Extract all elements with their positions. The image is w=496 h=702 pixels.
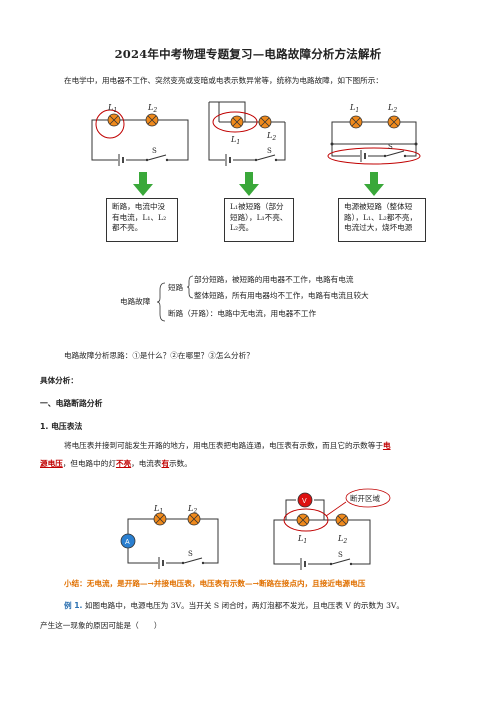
- blank-fill-3: 有: [161, 459, 170, 468]
- result-box-open: 断路，电流中没有电流，L₁、L₂都不亮。: [106, 198, 178, 242]
- example-1-cont: 产生这一现象的原因可能是（ ）: [40, 621, 162, 630]
- circuit-partial-short: L1 L2 S: [208, 101, 286, 166]
- brace-icon: [156, 282, 166, 322]
- approach-text: 电路故障分析思路：①是什么？②在哪里？③怎么分析？: [64, 351, 254, 360]
- svg-text:L1: L1: [230, 135, 240, 146]
- ammeter-label: A: [125, 539, 130, 546]
- c1-s-label: S: [152, 147, 157, 155]
- svg-text:S: S: [388, 143, 393, 151]
- svg-text:S: S: [338, 551, 343, 559]
- fault-short-whole: 整体短路，所有用电器均不工作，电路有电流且较大: [194, 291, 369, 300]
- result-box-partial-short: L₁被短路（部分短路），L₁不亮、L₂亮。: [224, 198, 294, 242]
- arrow-down-icon: [364, 172, 384, 196]
- fault-open: 断路（开路）：电路中无电流，用电器不工作: [168, 309, 317, 318]
- c1-l2-label: L2: [147, 103, 157, 114]
- fault-short-partial: 部分短路，被短路的用电器不工作，电路有电流: [194, 275, 354, 284]
- svg-text:L1: L1: [153, 505, 163, 515]
- fault-short: 短路: [168, 283, 184, 292]
- c1-l1-label: L1: [107, 103, 117, 114]
- brace-icon: [186, 275, 194, 299]
- paragraph-voltmeter: 将电压表并接到可能发生开路的地方，用电压表把电路连通，电压表有示数，而且它的示数…: [64, 441, 391, 450]
- example-1: 例 1. 如图电路中，电源电压为 3V。当开关 S 闭合时，两灯泡都不发光，且电…: [64, 601, 404, 610]
- blank-fill-2: 不亮: [115, 459, 132, 468]
- result-box-source-short: 电源被短路（整体短路），L₁、L₂都不亮，电流过大，烧坏电源: [338, 198, 426, 242]
- arrow-down-icon: [239, 172, 259, 196]
- callout-label: 断开区域: [350, 493, 380, 503]
- paragraph-voltmeter-cont: 源电压，但电路中的灯不亮，电流表有示数。: [40, 459, 192, 468]
- fault-root: 电路故障: [120, 297, 151, 306]
- svg-text:L1: L1: [297, 534, 307, 545]
- arrow-down-icon: [133, 172, 153, 196]
- circuit-ammeter: A L1 L2 S: [120, 505, 219, 569]
- page-title: 2024年中考物理专题复习—电路故障分析方法解析: [114, 47, 382, 61]
- circuit-open: L1 L2 S: [91, 103, 189, 166]
- specific-heading: 具体分析：: [40, 376, 78, 385]
- svg-text:L2: L2: [337, 534, 347, 545]
- svg-text:L2: L2: [187, 505, 197, 515]
- circuit-voltmeter: V 断开区域 L1 L2 S: [273, 488, 391, 570]
- svg-text:L2: L2: [266, 131, 276, 142]
- voltmeter-label: V: [302, 498, 307, 505]
- blank-fill-1: 电: [382, 441, 391, 450]
- circuit-source-short: L1 L2 S: [327, 103, 421, 165]
- section-1-heading: 一、电路断路分析: [40, 399, 103, 408]
- intro-text: 在电学中，用电器不工作、突然变亮或变暗或电表示数异常等，统称为电路故障，如下图所…: [64, 76, 383, 85]
- blank-fill-1b: 源电压: [40, 459, 63, 468]
- summary-text: 小结：无电流，是开路—→并接电压表，电压表有示数—→断路在接点内，且接近电源电压: [64, 579, 366, 588]
- svg-text:S: S: [267, 147, 272, 155]
- svg-text:L1: L1: [349, 103, 359, 114]
- svg-text:L2: L2: [387, 103, 397, 114]
- subsection-1-heading: 1. 电压表法: [40, 422, 83, 431]
- svg-text:S: S: [188, 550, 193, 558]
- example-label: 例 1.: [64, 601, 83, 610]
